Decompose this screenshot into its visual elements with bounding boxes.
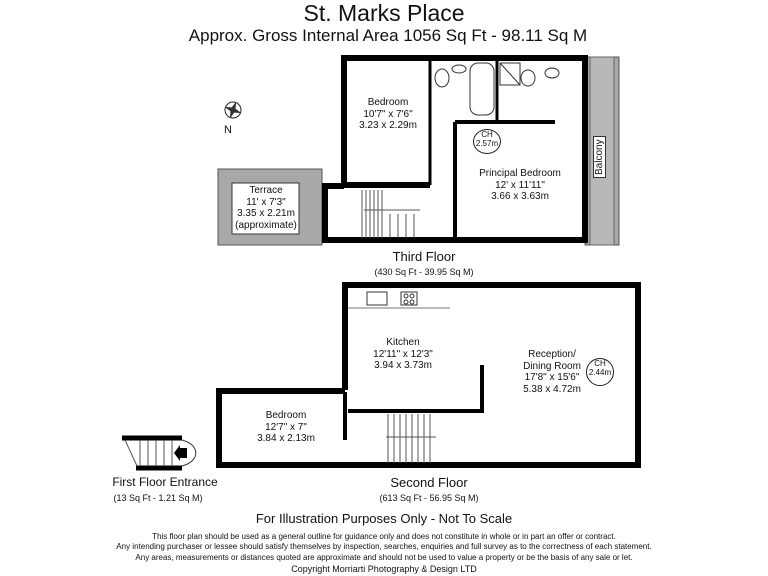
entrance-label: First Floor Entrance: [112, 475, 218, 489]
arrow-left-icon: [174, 445, 187, 461]
compass-rose-icon: [224, 101, 242, 119]
disclaimer: This floor plan should be used as a gene…: [116, 532, 652, 562]
north-label: N: [224, 124, 232, 136]
entrance-area: (13 Sq Ft - 1.21 Sq M): [113, 493, 203, 503]
entrance-stairs: [122, 435, 197, 471]
second-floor-area: (613 Sq Ft - 56.95 Sq M): [379, 493, 479, 503]
third-floor-walls: [322, 55, 588, 243]
gross-area: Approx. Gross Internal Area 1056 Sq Ft -…: [188, 26, 588, 45]
illustration-notice: For Illustration Purposes Only - Not To …: [255, 511, 513, 526]
bathroom-fixtures: [434, 62, 560, 116]
second-floor-walls: [216, 282, 641, 468]
third-floor-stairs: [361, 190, 420, 238]
second-floor-label: Second Floor: [390, 475, 468, 490]
page-title: St. Marks Place: [303, 0, 465, 26]
kitchen-fixtures: [348, 291, 450, 309]
third-floor-area: (430 Sq Ft - 39.95 Sq M): [374, 267, 474, 277]
third-floor-label: Third Floor: [392, 249, 456, 264]
second-floor-stairs: [386, 414, 436, 463]
copyright: Copyright Morriarti Photography & Design…: [291, 564, 477, 574]
balcony-label: Balcony: [593, 136, 606, 178]
